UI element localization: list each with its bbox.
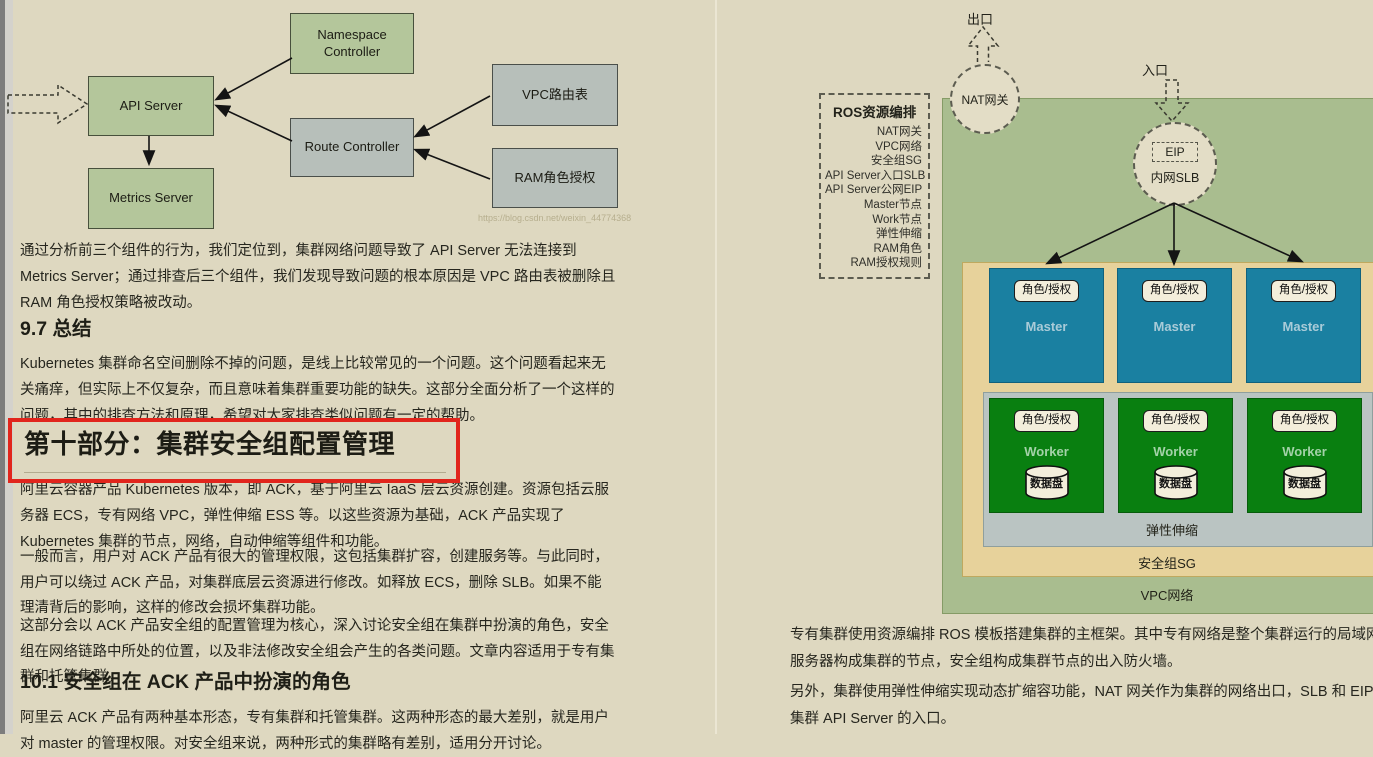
paragraph: 一般而言，用户对 ACK 产品有很大的管理权限，这包括集群扩容，创建服务等。与此… xyxy=(20,549,609,616)
node-label: Metrics Server xyxy=(109,190,193,206)
auto-scaling-label: 弹性伸缩 xyxy=(1145,523,1199,538)
node-namespace-controller: Namespace Controller xyxy=(290,13,414,74)
node-route-controller: Route Controller xyxy=(290,118,414,177)
role-auth-badge: 角色/授权 xyxy=(1141,280,1208,302)
data-disk-label: 数据盘 xyxy=(1030,477,1063,490)
paragraph: 这部分会以 ACK 产品安全组的配置管理为核心，深入讨论安全组在集群中扮演的角色… xyxy=(20,618,615,685)
entry-label: 入口 xyxy=(1142,63,1169,78)
data-disk-icon: 数据盘 xyxy=(1281,464,1329,501)
paragraph: 阿里云 ACK 产品有两种基本形态，专有集群和托管集群。这两种形态的最大差别，就… xyxy=(20,710,609,752)
ros-item: Work节点 xyxy=(872,213,922,226)
ros-item: API Server入口SLB xyxy=(825,169,926,182)
node-label: API Server xyxy=(119,97,183,113)
ros-item: VPC网络 xyxy=(875,140,922,153)
arrow-ram-to-route xyxy=(413,148,491,180)
role-auth-badge: 角色/授权 xyxy=(1271,410,1338,432)
part-10-heading: 第十部分：集群安全组配置管理 xyxy=(24,429,396,459)
data-disk-label: 数据盘 xyxy=(1159,477,1192,490)
node-label: Namespace Controller xyxy=(317,27,387,59)
dashed-inbound-arrow xyxy=(7,83,89,125)
role-auth-badge: 角色/授权 xyxy=(1142,410,1209,432)
vpc-network-label: VPC网络 xyxy=(1140,588,1194,603)
data-disk-icon: 数据盘 xyxy=(1023,464,1071,501)
node-api-server: API Server xyxy=(88,76,214,136)
nat-gateway-label: NAT网关 xyxy=(961,92,1009,107)
worker-label: Worker xyxy=(1153,443,1198,459)
ros-item: 安全组SG xyxy=(870,155,922,168)
paragraph: 通过分析前三个组件的行为，我们定位到，集群网络问题导致了 API Server … xyxy=(20,243,616,311)
master-node: 角色/授权 Master xyxy=(1246,268,1361,383)
eip-box: EIP xyxy=(1152,142,1198,162)
worker-node: 角色/授权 Worker 数据盘 xyxy=(1118,398,1233,513)
section-heading-9-7: 9.7 总结 xyxy=(20,318,92,340)
dashed-exit-arrow xyxy=(966,25,1000,62)
node-label: RAM角色授权 xyxy=(514,169,596,185)
heading-underline xyxy=(24,472,446,473)
role-auth-badge: 角色/授权 xyxy=(1013,280,1080,302)
page-gap-divider xyxy=(715,0,717,734)
ros-item: Master节点 xyxy=(863,198,922,211)
ros-item: RAM授权规则 xyxy=(850,257,922,270)
data-disk-icon: 数据盘 xyxy=(1152,464,1200,501)
intranet-slb-label: 内网SLB xyxy=(1150,171,1200,185)
worker-label: Worker xyxy=(1282,443,1327,459)
watermark: https://blog.csdn.net/weixin_44774368 xyxy=(478,213,632,223)
node-vpc-route-table: VPC路由表 xyxy=(492,64,618,126)
section-heading-10-1: 10.1 安全组在 ACK 产品中扮演的角色 xyxy=(20,671,351,693)
window-edge-dark xyxy=(0,0,5,734)
arrow-vpcroute-to-route xyxy=(413,95,491,138)
nat-gateway-node: NAT网关 xyxy=(950,64,1020,134)
master-label: Master xyxy=(1153,318,1196,334)
worker-node: 角色/授权 Worker 数据盘 xyxy=(1247,398,1362,513)
data-disk-label: 数据盘 xyxy=(1288,477,1321,490)
master-label: Master xyxy=(1282,318,1325,334)
arrow-route-to-apiserver xyxy=(214,104,293,142)
ros-orchestration-panel: ROS资源编排 NAT网关 VPC网络 安全组SG API Server入口SL… xyxy=(819,93,930,279)
worker-node: 角色/授权 Worker 数据盘 xyxy=(989,398,1104,513)
ros-item: 弹性伸缩 xyxy=(876,228,922,241)
ros-item: API Server公网EIP xyxy=(825,184,923,197)
node-metrics-server: Metrics Server xyxy=(88,168,214,229)
ros-item: RAM角色 xyxy=(873,242,922,255)
role-auth-badge: 角色/授权 xyxy=(1013,410,1080,432)
slb-eip-node: EIP 内网SLB xyxy=(1133,122,1217,206)
arrow-namespace-to-apiserver xyxy=(214,57,293,101)
role-auth-badge: 角色/授权 xyxy=(1270,280,1337,302)
ros-item: NAT网关 xyxy=(876,126,922,138)
paragraph: 专有集群使用资源编排 ROS 模板搭建集群的主框架。其中专有网络是整个集群运行的… xyxy=(790,627,1373,670)
security-group-label: 安全组SG xyxy=(1138,556,1196,571)
node-label: Route Controller xyxy=(304,139,400,155)
red-highlight-box: 第十部分：集群安全组配置管理 xyxy=(8,418,460,483)
node-ram-role-auth: RAM角色授权 xyxy=(492,148,618,208)
ros-title: ROS资源编排 xyxy=(833,105,917,120)
window-edge-light xyxy=(5,0,13,734)
paragraph: 阿里云容器产品 Kubernetes 版本，即 ACK，基于阿里云 IaaS 层… xyxy=(20,482,609,550)
master-label: Master xyxy=(1025,318,1068,334)
master-node: 角色/授权 Master xyxy=(989,268,1104,383)
node-label: VPC路由表 xyxy=(522,86,588,102)
worker-label: Worker xyxy=(1024,443,1069,459)
master-node: 角色/授权 Master xyxy=(1117,268,1232,383)
paragraph: 另外，集群使用弹性伸缩实现动态扩缩容功能，NAT 网关作为集群的网络出口，SLB… xyxy=(790,684,1373,727)
exit-label: 出口 xyxy=(967,12,994,27)
